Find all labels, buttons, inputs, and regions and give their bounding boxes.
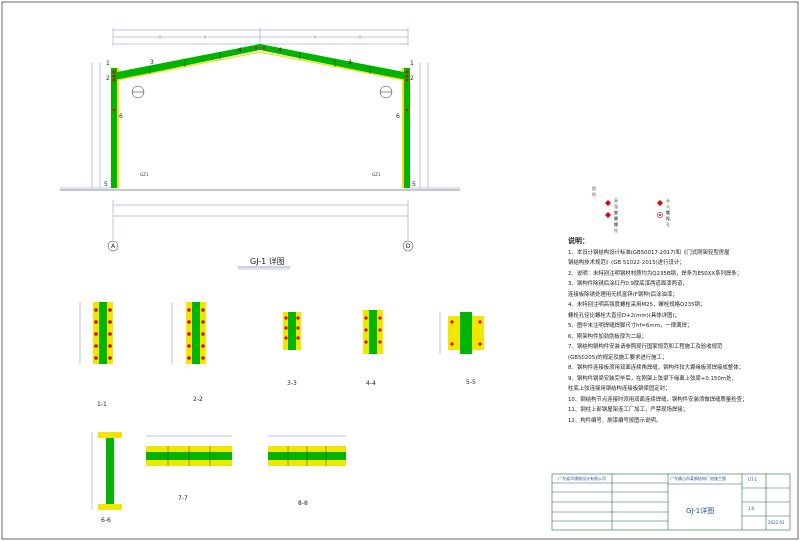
section-title: 2-2 [193, 396, 203, 403]
section-5-5 [439, 312, 484, 354]
note-line: 12、构件编号、刷漆编号按图示说明。 [568, 417, 662, 424]
legend-item: 螺栓孔 [666, 210, 670, 227]
note-line: (GB50205)的规定及施工要求进行施工； [568, 354, 668, 361]
note-line: 11、钢柱上部钢屋架连工厂加工，严禁现场焊接； [568, 407, 689, 413]
note-line: 1、本设计钢结构设计标准(GB50017-2017)和《门式刚架轻型房屋 [568, 249, 730, 256]
node-mark: 6 [396, 113, 400, 120]
node-mark: 5 [412, 181, 416, 188]
section-6-6 [91, 432, 122, 510]
member-label: GZ1 [140, 172, 149, 177]
frame-elevation: A D 1 1 2 2 3 3 4 4 5 5 6 6 GZ1 GZ1 [60, 28, 460, 252]
note-line: 7、钢结构钢构件安装请参照现行国家规范和工程施工及验收规范 [568, 344, 723, 350]
node-mark: 2 [106, 75, 110, 82]
title-block-frame [551, 473, 791, 531]
section-8-8 [268, 435, 346, 466]
member-label: GZ1 [372, 172, 381, 177]
section-7-7 [146, 435, 232, 466]
node-mark: 1 [106, 60, 110, 67]
grid-label-a: A [111, 243, 116, 250]
legend-heading: 图 例 [592, 186, 596, 197]
node-mark: 4 [238, 47, 242, 54]
sheet-name: GJ-1详图 [686, 507, 715, 515]
note-line: 6、刚架构件加劲肋板厚为二级； [568, 333, 647, 340]
grid-label-d: D [406, 243, 411, 250]
section-title: 1-1 [97, 401, 107, 408]
title-block: 广东省华建筑设计有限公司 广东佛山市某钢结构厂房施工图 GJ-1详图 GT-1 … [552, 474, 790, 530]
note-line: 螺栓孔径比螺栓大直径D+2(mm)(具体详图)； [568, 312, 680, 319]
node-mark: 3 [150, 59, 154, 66]
node-mark: 3 [348, 59, 352, 66]
note-line: 钢结构技术规范》(GB 51022-2015)进行设计； [568, 260, 685, 266]
section-2-2 [171, 302, 206, 364]
legend-item: 安装螺栓 [614, 210, 618, 233]
note-line: 2、说明：未特别注明钢材材质均为Q235B钢，焊条为E50XX系列焊条； [568, 270, 743, 277]
note-line: 柱底上弦连接用钢结构连接板钢梁固定封； [568, 386, 671, 392]
section-title: 4-4 [366, 380, 376, 387]
node-mark: 1 [410, 60, 414, 67]
note-line: 3、钢构件除锈后涂红丹0.9厚底漆两道面漆两道， [568, 281, 688, 287]
node-mark: 4 [278, 47, 282, 54]
notes-heading: 说明： [568, 237, 589, 245]
company-name: 广东省华建筑设计有限公司 [558, 476, 606, 481]
section-title: 8-8 [298, 500, 308, 507]
date-value: 2022.01 [768, 520, 785, 525]
section-1-1 [79, 302, 113, 364]
project-name: 广东佛山市某钢结构厂房施工图 [670, 476, 726, 481]
legend-item: 高强度螺栓 [614, 198, 618, 227]
section-title: 7-7 [178, 495, 188, 502]
node-mark: 6 [119, 113, 123, 120]
drawing-title: GJ-1 详图 [250, 256, 285, 266]
legend-item: 永久螺栓 [666, 198, 670, 221]
node-mark: 5 [104, 181, 108, 188]
section-title: 3-3 [287, 380, 297, 387]
section-title: 6-6 [101, 517, 111, 524]
design-notes: 说明： 1、本设计钢结构设计标准(GB50017-2017)和《门式刚架轻型房屋… [568, 236, 798, 426]
node-mark: 2 [410, 75, 414, 82]
section-4-4 [363, 310, 383, 354]
note-line: 9、钢构件钢梁安装完毕后，在刚架上弦梁下缘离上弦梁+0.150m处， [568, 375, 737, 382]
note-line: 10、钢结构节点连接时须用双面连续焊缝，钢构件安装须做焊缝质量检查； [568, 396, 748, 403]
note-line: 8、钢构件连接板须用双面连续角焊缝，钢构件较大翼缘板须焊接成整体； [568, 365, 744, 371]
drawing-number: GT-1 [748, 477, 758, 482]
section-title: 5-5 [466, 379, 476, 386]
note-line: 4、未特别注明高强度螺栓采用M25，螺栓规格Q235钢； [568, 302, 706, 308]
scale-value: 1:0 [748, 506, 755, 511]
note-line: 5、图中未注明焊缝焊脚尺寸hf=6mm，一律满焊； [568, 323, 693, 329]
section-3-3 [283, 312, 301, 350]
legend-symbols [605, 200, 663, 218]
note-line: 连接板除锈处理用无机富锌(F钢种)后涂油漆； [568, 291, 678, 298]
